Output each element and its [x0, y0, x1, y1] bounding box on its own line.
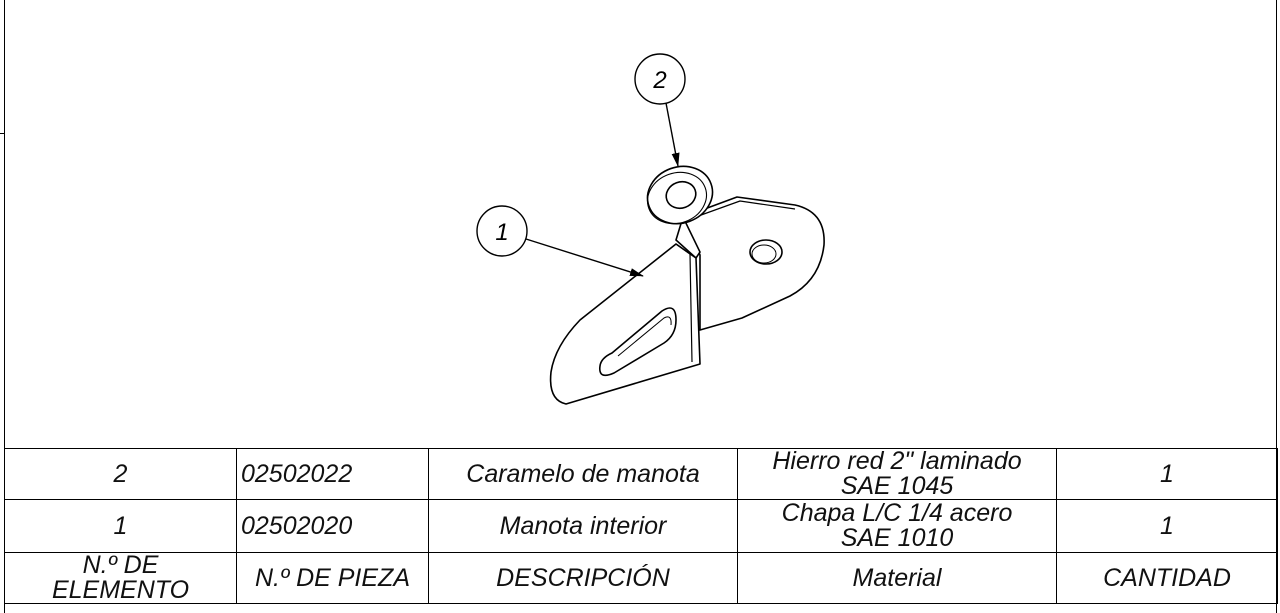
material-line: SAE 1010 [840, 524, 954, 552]
balloon-1-label: 1 [495, 219, 508, 246]
table-row: 1 02502020 Manota interior Chapa L/C 1/4… [4, 499, 1278, 553]
description-cell: Caramelo de manota [428, 448, 738, 500]
material-cell: Chapa L/C 1/4 acero SAE 1010 [737, 499, 1057, 553]
header-line: N.º DE [82, 552, 159, 579]
material-line: SAE 1045 [840, 472, 954, 500]
bracket-bend [675, 214, 701, 260]
bracket-front-flange [549, 243, 701, 405]
header-quantity: CANTIDAD [1056, 552, 1278, 604]
header-description: DESCRIPCIÓN [428, 552, 738, 604]
zone-tick-mark [0, 133, 5, 134]
bill-of-materials-table: 2 02502022 Caramelo de manota Hierro red… [4, 448, 1278, 604]
isometric-part-view: 2 1 [476, 53, 825, 405]
item-number-cell: 2 [4, 448, 237, 500]
item-number-cell: 1 [4, 499, 237, 553]
material-line: Hierro red 2" laminado [772, 448, 1022, 475]
sheet-border-right [1276, 0, 1277, 613]
washer-part [646, 165, 714, 225]
quantity-cell: 1 [1056, 448, 1278, 500]
quantity-cell: 1 [1056, 499, 1278, 553]
balloon-2-label: 2 [652, 67, 666, 94]
part-number-cell: 02502020 [236, 499, 429, 553]
description-cell: Manota interior [428, 499, 738, 553]
adjustment-slot [598, 307, 677, 377]
washer-bore [665, 180, 697, 210]
table-header-row: N.º DE ELEMENTO N.º DE PIEZA DESCRIPCIÓN… [4, 552, 1278, 604]
balloon-1: 1 [476, 205, 528, 257]
sheet-border-left [4, 0, 5, 613]
table-row: 2 02502022 Caramelo de manota Hierro red… [4, 448, 1278, 500]
leader-line-1 [525, 238, 644, 277]
bracket-back-flange [682, 196, 825, 331]
part-number-cell: 02502022 [236, 448, 429, 500]
header-line: ELEMENTO [51, 576, 190, 604]
balloon-2: 2 [634, 53, 686, 105]
header-part-number: N.º DE PIEZA [236, 552, 429, 604]
material-cell: Hierro red 2" laminado SAE 1045 [737, 448, 1057, 500]
material-line: Chapa L/C 1/4 acero [781, 499, 1013, 527]
header-item-number: N.º DE ELEMENTO [4, 552, 237, 604]
leader-line-2 [665, 102, 680, 167]
header-material: Material [737, 552, 1057, 604]
